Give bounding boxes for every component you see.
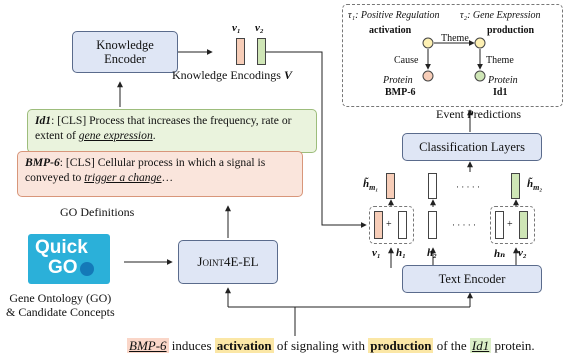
encoding-v2-label: v₂: [255, 22, 264, 34]
quickgo-logo-dot: [80, 262, 94, 276]
vector-h1: [398, 211, 407, 239]
dots-top: · · · · ·: [456, 182, 480, 192]
encoding-v2-vector: [257, 38, 266, 65]
vector-hm2-label: h̃m₂: [527, 178, 543, 193]
trigger-production: production: [487, 25, 535, 36]
definition-bmp6: BMP-6: [CLS] Cellular process in which a…: [17, 151, 303, 197]
label-hn: hₙ: [494, 248, 506, 260]
vector-h2-top: [428, 173, 437, 199]
encoding-v1-label: v₁: [232, 22, 241, 34]
go-definitions-caption: GO Definitions: [60, 205, 135, 219]
entity-bmp6: BMP-6: [385, 87, 416, 98]
entity-protein-id1-type: Protein: [488, 75, 518, 86]
concat-group-1: [369, 206, 414, 244]
vector-hm1-label: h̃m₁: [363, 178, 379, 193]
classification-layers-box: Classification Layers: [402, 133, 542, 161]
entity-protein-bmp6-type: Protein: [383, 75, 413, 86]
trigger-activation: activation: [369, 25, 412, 36]
definition-id1: Id1: [CLS] Process that increases the fr…: [27, 109, 317, 153]
plus-sign-1: +: [386, 219, 392, 230]
edge-label-cause: Cause: [394, 55, 419, 66]
event-predictions-box: [342, 4, 563, 107]
line-sentence-feed: [228, 306, 296, 336]
joint4e-el-box: Joint4E-EL: [178, 240, 278, 284]
concat-group-n: [490, 206, 535, 244]
vector-h2: [428, 211, 437, 239]
edge-label-theme-2: Theme: [486, 55, 514, 66]
event-type-positive-regulation: τ₁: Positive Regulation: [348, 10, 440, 21]
label-v2: v₂: [518, 247, 527, 259]
quickgo-logo-text-1: Quick: [35, 237, 88, 258]
quickgo-logo-text-2: GO: [48, 257, 78, 278]
vector-v2: [519, 211, 528, 239]
knowledge-encoder-line2: Encoder: [104, 52, 146, 66]
quickgo-logo: Quick GO: [28, 234, 110, 284]
edge-label-theme-1: Theme: [441, 33, 469, 44]
encoding-v1-vector: [236, 38, 245, 65]
gene-ontology-caption: Gene Ontology (GO) & Candidate Concepts: [6, 291, 115, 320]
label-v1: v₁: [372, 247, 381, 259]
vector-hm1: [386, 173, 395, 199]
knowledge-encoder-box: Knowledge Encoder: [72, 31, 178, 73]
label-h2: h₂: [427, 247, 437, 259]
dots-bottom: · · · · ·: [452, 220, 476, 230]
entity-id1: Id1: [493, 87, 508, 98]
vector-hm2: [511, 173, 520, 199]
label-h1: h₁: [396, 247, 406, 259]
vector-v1: [374, 211, 383, 239]
node-activation: [422, 37, 434, 49]
node-production: [474, 37, 486, 49]
vector-hn: [495, 211, 504, 239]
arrow-encodings-to-vectors: [262, 51, 367, 228]
knowledge-encodings-caption: Knowledge Encodings V: [172, 68, 292, 82]
node-id1: [474, 70, 486, 82]
node-bmp6: [422, 70, 434, 82]
event-type-gene-expression: τ₂: Gene Expression: [460, 10, 541, 21]
input-sentence: BMP-6 induces activation of signaling wi…: [127, 338, 535, 353]
event-predictions-caption: Event Predictions: [436, 107, 521, 121]
knowledge-encoder-line1: Knowledge: [96, 37, 154, 52]
text-encoder-box: Text Encoder: [402, 265, 542, 293]
plus-sign-2: +: [507, 219, 513, 230]
